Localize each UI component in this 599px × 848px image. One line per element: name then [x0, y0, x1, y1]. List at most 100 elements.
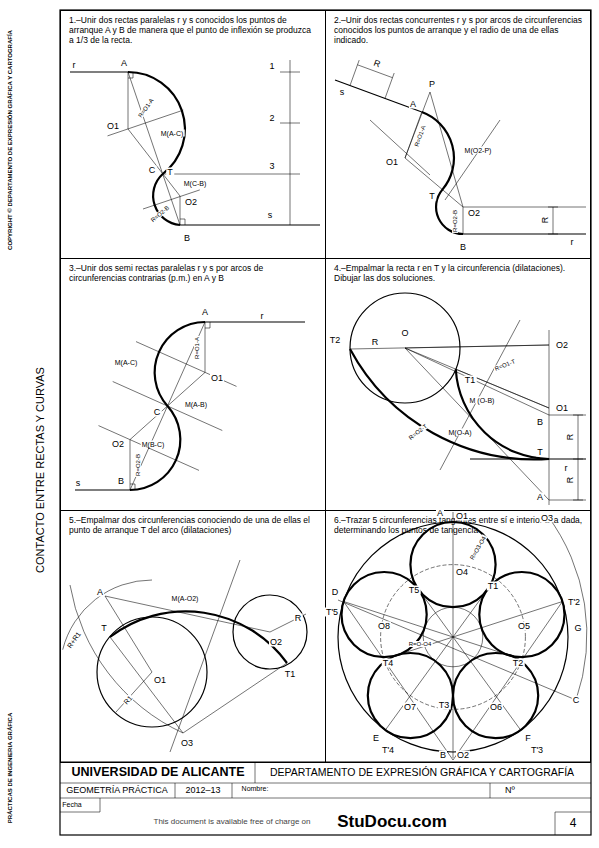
exercise-statement: 4.–Empalmar la recta r en T y la circunf…: [326, 259, 590, 284]
exercise-1-drawing: [70, 71, 128, 72]
drawing-label: M(A-C): [114, 359, 139, 366]
drawing-label: Nombre:: [241, 785, 270, 792]
drawing-label: UNIVERSIDAD DE ALICANTE: [70, 766, 245, 779]
drawing-label: O2: [269, 638, 283, 647]
drawing-label: r: [570, 238, 575, 247]
drawing-label: B: [183, 234, 191, 243]
drawing-label: GEOMETRÍA PRÁCTICA: [65, 786, 169, 795]
drawing-label: This document is available free of charg…: [153, 818, 312, 826]
drawing-label: r: [260, 312, 265, 321]
drawing-label: T: [428, 192, 436, 201]
drawing-label: F: [524, 734, 532, 743]
drawing-label: R+R1: [65, 630, 82, 650]
exercise-5-drawing: [110, 611, 287, 663]
drawing-label: PRÁCTICAS DE INGENIERIA GRÁFICA: [7, 712, 13, 824]
drawing-label: O5: [517, 622, 531, 631]
drawing-label: M(B-C): [141, 441, 166, 448]
drawing-label: T: [100, 624, 108, 633]
drawing-label: COPYRIGHT © DEPARTAMENTO DE EXPRESIÓN GR…: [7, 29, 13, 251]
drawing-label: R1: [122, 694, 135, 707]
exercise-panel: 6.–Trazar 5 circunferencias tangentes en…: [325, 510, 591, 763]
exercise-1-drawing: [128, 72, 185, 225]
drawing-label: Fecha: [61, 801, 82, 808]
drawing-label: M (O-B): [469, 397, 496, 404]
sheet-frame: [60, 762, 591, 835]
sheet-frame: [60, 10, 591, 835]
drawing-label: 2012–13: [184, 786, 221, 795]
drawing-label: R: [566, 433, 575, 442]
drawing-label: R=O2-B: [452, 209, 458, 233]
exercise-4-drawing: [350, 349, 549, 459]
drawing-label: C: [572, 696, 581, 705]
exercise-6-drawing: [338, 512, 587, 760]
drawing-label: T1: [284, 670, 297, 679]
exercise-2-drawing: [350, 60, 586, 234]
drawing-label: O1: [153, 676, 167, 685]
drawing-label: r: [72, 61, 77, 70]
exercise-3-drawing: [205, 321, 305, 322]
drawing-label: O1: [210, 374, 224, 383]
exercise-2-drawing: [463, 233, 586, 234]
drawing-label: M(A-C): [160, 130, 185, 137]
drawing-label: T'2: [567, 598, 581, 607]
exercise-3-drawing: [99, 322, 237, 490]
drawing-label: T'3: [530, 746, 544, 755]
exercise-2-drawing: [335, 80, 422, 112]
drawing-label: O2: [467, 209, 481, 218]
drawing-label: T1: [487, 582, 500, 591]
drawing-label: O1: [385, 158, 399, 167]
drawing-label: CONTACTO ENTRE RECTAS Y CURVAS: [35, 366, 46, 574]
exercise-panel: 3.–Unir dos semi rectas paralelas r y s …: [60, 258, 326, 511]
drawing-label: O: [400, 329, 409, 338]
drawing-label: 1: [268, 62, 275, 71]
drawing-label: O4: [455, 568, 469, 577]
exercise-statement: 1.–Unir dos rectas paralelas r y s conoc…: [61, 11, 325, 45]
drawing-label: R=O1-T: [493, 358, 517, 372]
drawing-label: T2: [512, 659, 525, 668]
drawing-label: R=O3-O4: [468, 534, 487, 561]
drawing-label: M(A-B): [184, 401, 208, 408]
drawing-label: A: [436, 509, 444, 518]
drawing-label: StuDocu.com: [336, 813, 448, 830]
drawing-label: R=O1-A: [194, 336, 200, 360]
exercise-1-drawing: [108, 60, 301, 225]
drawing-label: O8: [377, 622, 391, 631]
drawing-label: O1: [555, 404, 569, 413]
drawing-label: M(O2-P): [464, 147, 493, 154]
exercise-5-drawing: [63, 560, 307, 752]
exercise-panel: 4.–Empalmar la recta r en T y la circunf…: [325, 258, 591, 511]
sheet-frame: [60, 10, 591, 835]
drawing-label: R=O1-A: [413, 124, 427, 148]
drawing-label: r: [564, 464, 569, 473]
drawing-label: T1: [464, 376, 477, 385]
drawing-label: P: [428, 80, 436, 89]
drawing-label: 3: [268, 162, 275, 171]
drawing-label: A: [120, 59, 128, 68]
drawing-label: R=O1-A: [137, 97, 156, 120]
exercise-5-drawing: [63, 560, 306, 752]
exercise-4-drawing: [350, 320, 586, 505]
drawing-label: M(A-O2): [171, 595, 200, 602]
exercise-6-drawing: [338, 512, 587, 760]
drawing-label: T3: [438, 701, 451, 710]
exercise-statement: 3.–Unir dos semi rectas paralelas r y s …: [61, 259, 325, 284]
drawing-label: A: [96, 588, 104, 597]
drawing-label: T: [536, 448, 544, 457]
exercise-1-drawing: [70, 60, 320, 225]
drawing-label: T5: [408, 586, 421, 595]
drawing-label: R=O-O4: [408, 641, 433, 647]
drawing-label: T2: [329, 336, 342, 345]
drawing-label: O1: [106, 122, 120, 131]
drawing-label: O3: [540, 514, 554, 523]
drawing-label: A: [201, 308, 209, 317]
exercise-4-drawing: [350, 293, 586, 505]
drawing-label: C: [153, 408, 162, 417]
drawing-label: O3: [180, 739, 194, 748]
drawing-label: B: [439, 751, 447, 760]
drawing-label: Nº: [504, 786, 516, 795]
drawing-label: B: [117, 477, 125, 486]
drawing-label: O2: [111, 440, 125, 449]
exercise-statement: 5.–Empalmar dos circunferencias conocien…: [61, 511, 325, 536]
